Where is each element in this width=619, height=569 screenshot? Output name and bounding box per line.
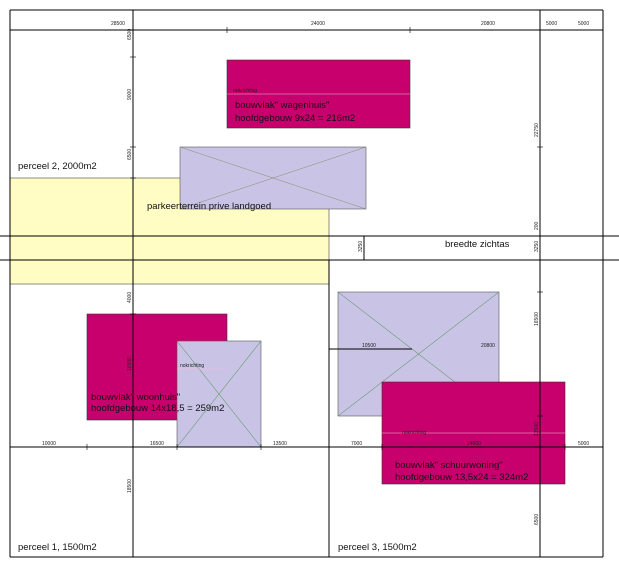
existing-building-woonhuis bbox=[176, 340, 262, 448]
woonhuis-label-2: hoofdgebouw 14x18,5 = 259m2 bbox=[91, 403, 224, 414]
dim-top-4: 5000 bbox=[546, 21, 557, 27]
dim-top-3: 20800 bbox=[481, 21, 495, 27]
parking-label: parkeerterrein prive landgoed bbox=[147, 201, 271, 212]
dimension-ticks bbox=[86, 27, 566, 450]
dim-x-1: 10500 bbox=[362, 343, 376, 349]
dim-left-3: 6500 bbox=[127, 149, 133, 160]
dim-right-1: 22750 bbox=[534, 123, 540, 137]
dim-mid-v2: 3250 bbox=[534, 241, 540, 252]
dim-left-1: 6500 bbox=[127, 29, 133, 40]
dim-right-2: 200 bbox=[534, 221, 540, 230]
dim-bottom-4: 7000 bbox=[351, 441, 362, 447]
nokrichting-schuur: nokrichting bbox=[402, 430, 426, 436]
dim-left-4: 4000 bbox=[127, 292, 133, 303]
perceel-1-label: perceel 1, 1500m2 bbox=[18, 542, 97, 553]
dim-left-6: 18500 bbox=[127, 479, 133, 493]
schuurwoning-label-2: hoofdgebouw 13,5x24 = 324m2 bbox=[395, 472, 528, 483]
dim-right-3: 16500 bbox=[534, 312, 540, 326]
dim-bottom-3: 13500 bbox=[273, 441, 287, 447]
nokrichting-woonhuis: nokrichting bbox=[180, 363, 204, 369]
existing-building-top bbox=[179, 146, 367, 210]
dim-bottom-6: 5000 bbox=[578, 441, 589, 447]
plot-lines bbox=[0, 9, 619, 558]
dim-right-4: 13500 bbox=[534, 422, 540, 436]
woonhuis-label-1: bouwvlak" woonhuis" bbox=[91, 392, 180, 403]
dim-left-2: 9000 bbox=[127, 89, 133, 100]
dim-top-1: 28500 bbox=[111, 21, 125, 27]
dim-bottom-1: 10000 bbox=[42, 441, 56, 447]
dim-top-2: 24000 bbox=[311, 21, 325, 27]
schuurwoning-label-1: bouwvlak" schuurwoning" bbox=[395, 460, 503, 471]
zichtas-label: breedte zichtas bbox=[445, 239, 510, 250]
dim-left-5: 16500 bbox=[127, 357, 133, 371]
dim-x-2: 20800 bbox=[481, 343, 495, 349]
perceel-2-label: perceel 2, 2000m2 bbox=[18, 161, 97, 172]
perceel-3-label: perceel 3, 1500m2 bbox=[338, 542, 417, 553]
dim-bottom-5: 24000 bbox=[467, 441, 481, 447]
dim-right-5: 6500 bbox=[534, 514, 540, 525]
dim-mid-v1: 3250 bbox=[358, 241, 364, 252]
wagenhuis-label-2: hoofdgebouw 9x24 = 216m2 bbox=[235, 113, 355, 124]
wagenhuis-label-1: bouwvlak" wagenhuis" bbox=[235, 100, 329, 111]
dim-bottom-2: 16500 bbox=[150, 441, 164, 447]
dim-top-5: 5000 bbox=[578, 21, 589, 27]
nokrichting-wagenhuis: nokrichting bbox=[233, 88, 257, 94]
